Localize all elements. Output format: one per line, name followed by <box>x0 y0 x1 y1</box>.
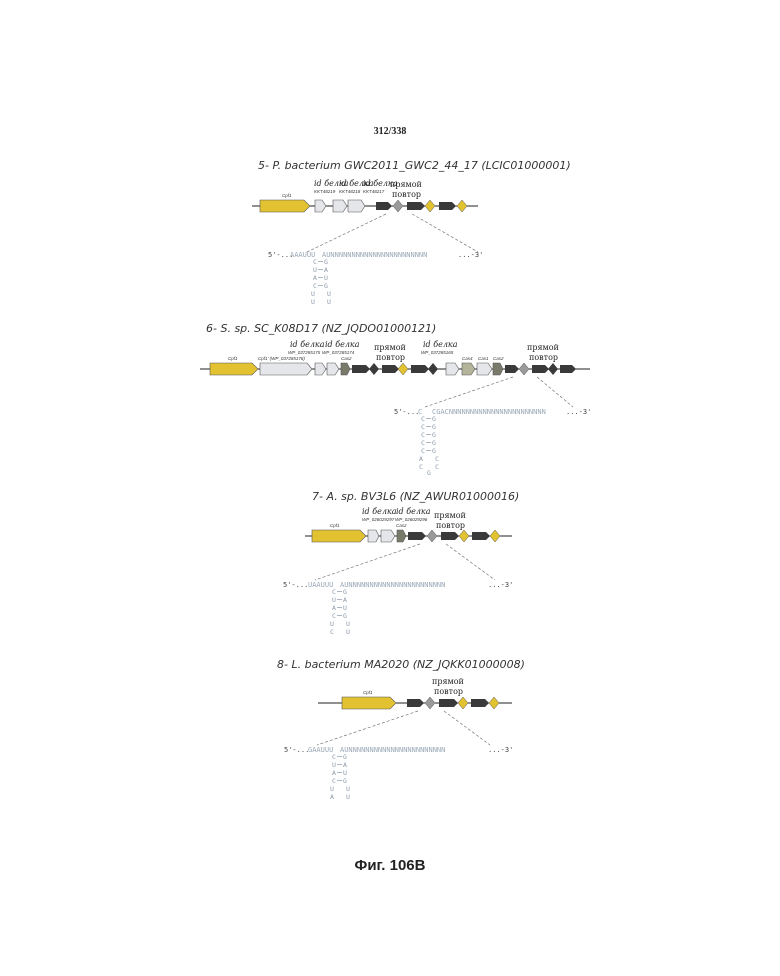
loop-base: U <box>346 785 350 793</box>
callout-line <box>317 711 418 745</box>
stem-base-right: G <box>343 777 347 785</box>
seq-left: GAAUUU <box>308 746 333 754</box>
callout-line <box>444 711 490 745</box>
dark-gene <box>407 699 424 707</box>
stem-base-left: C <box>332 777 336 785</box>
loop-base: U <box>330 785 334 793</box>
repeat-diamond <box>458 697 468 709</box>
loop-base: U <box>346 793 350 801</box>
stem-loop: CGUAAUCGUUAU <box>330 753 350 801</box>
stem-base-right: G <box>343 753 347 761</box>
seq-right: AUNNNNNNNNNNNNNNNNNNNNNNN <box>340 746 445 754</box>
stem-base-left: A <box>332 769 336 777</box>
stem-base-right: U <box>343 769 347 777</box>
dark-gene <box>439 699 458 707</box>
direct-repeat-label: прямой <box>432 677 464 686</box>
direct-repeat-label: повтор <box>434 687 463 696</box>
dark-gene <box>471 699 489 707</box>
seq-3prime: ...-3' <box>488 746 513 754</box>
stem-base-left: C <box>332 753 336 761</box>
stem-base-left: U <box>332 761 336 769</box>
repeat-diamond <box>489 697 499 709</box>
cpf1-label: Cpf1 <box>363 690 373 695</box>
repeat-diamond <box>425 697 435 709</box>
cpf1-gene <box>342 697 396 709</box>
seq-5prime: 5'-... <box>284 746 309 754</box>
loop-base: A <box>330 793 334 801</box>
figure-caption: Фиг. 106B <box>0 857 780 874</box>
stem-base-right: A <box>343 761 347 769</box>
